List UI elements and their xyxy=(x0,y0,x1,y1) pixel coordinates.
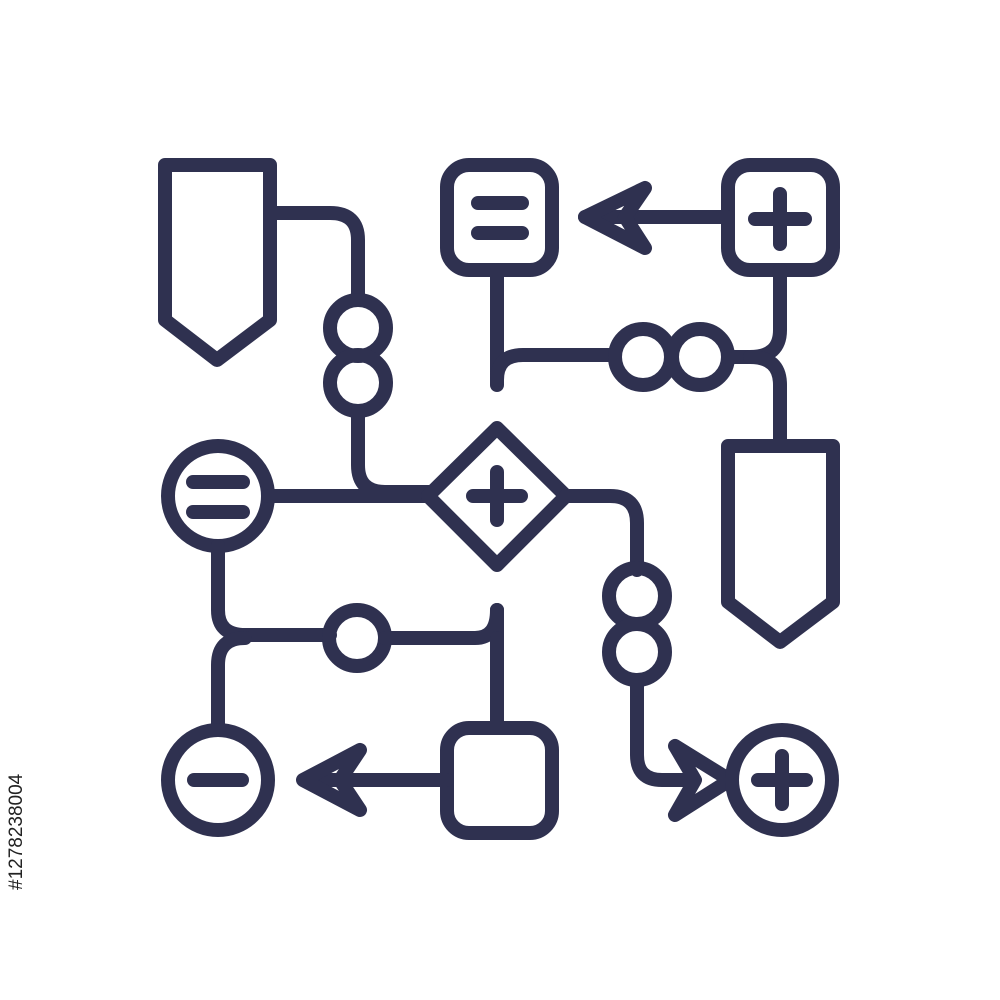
top-right-plus-sign xyxy=(748,187,812,251)
center-plus-sign xyxy=(466,465,528,527)
bottom-left-minus-circle xyxy=(161,723,275,837)
connector-circle-1 xyxy=(323,293,393,363)
lower-left-circle xyxy=(322,603,392,673)
bottom-right-plus-sign xyxy=(751,749,813,811)
right-circle-1 xyxy=(608,322,678,392)
stock-id-watermark: #1278238004 xyxy=(2,0,34,1000)
bottom-arrow-head xyxy=(296,743,367,817)
stock-id-text: #1278238004 xyxy=(6,773,27,890)
middle-right-line xyxy=(490,348,622,387)
top-equals-box xyxy=(440,158,559,277)
left-circle-down-line xyxy=(211,539,337,642)
top-equals-sign xyxy=(471,196,529,240)
bottom-square-box xyxy=(440,721,559,840)
vertical-to-diamond-line xyxy=(351,404,437,499)
connector-circle-2 xyxy=(323,348,393,418)
right-circle-2 xyxy=(665,322,735,392)
diamond-right-line xyxy=(559,489,644,577)
lower-circle-2 xyxy=(602,617,672,687)
right-flag-shape xyxy=(721,439,840,649)
lower-left-branch-line xyxy=(211,631,252,737)
bottom-right-arrow-head xyxy=(668,739,737,822)
right-circle-out-line xyxy=(721,263,787,364)
left-equals-circle xyxy=(161,439,275,553)
bottom-right-plus-circle xyxy=(725,723,839,837)
left-equals-sign xyxy=(186,475,250,519)
lower-left-circle-right-line xyxy=(378,603,504,645)
icon-strokes xyxy=(158,158,840,840)
flag-connector-line xyxy=(263,206,365,307)
top-left-flag-shape xyxy=(158,158,277,367)
center-diamond xyxy=(421,421,573,572)
top-arrow-head xyxy=(578,181,652,255)
lower-circle-down-line xyxy=(630,673,697,787)
right-down-line xyxy=(743,350,787,453)
